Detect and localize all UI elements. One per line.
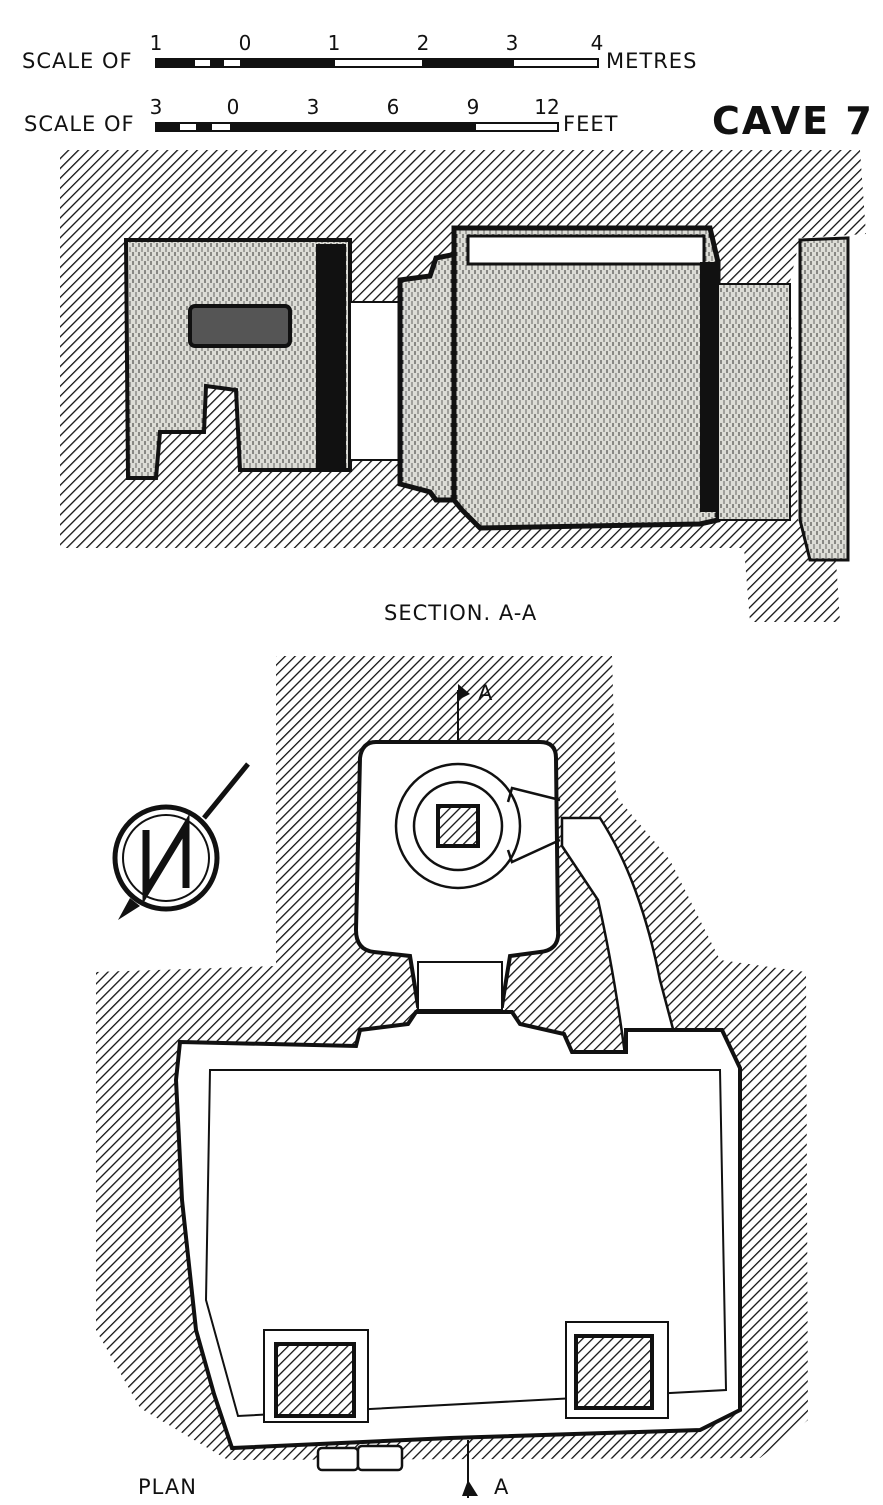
metre-tick: 2 (417, 31, 430, 55)
feet-tick: 12 (534, 95, 559, 119)
plan-section-arrow-top (458, 684, 470, 700)
plan-central-pillar (436, 804, 480, 848)
feet-tick: 3 (150, 95, 163, 119)
section-right-passage (717, 283, 791, 521)
section-label: SECTION. A-A (384, 601, 537, 625)
feet-scale: SCALE OF 3 0 3 6 9 12 FEET (24, 95, 618, 136)
plan-section-arrow-bottom (462, 1480, 478, 1496)
section-shrine-wall (798, 236, 850, 562)
metre-tick: 0 (239, 31, 252, 55)
feet-scale-prefix: SCALE OF (24, 112, 135, 136)
metre-tick: 3 (506, 31, 519, 55)
section-marker-bottom: A (494, 1475, 509, 1499)
feet-tick: 9 (467, 95, 480, 119)
feet-tick: 6 (387, 95, 400, 119)
feet-scale-ticks: 3 0 3 6 9 12 (150, 95, 560, 119)
section-left-shadow (316, 244, 346, 468)
section-main-hall (451, 225, 721, 531)
feet-scale-unit: FEET (563, 112, 618, 136)
plan-hall-inner-outline (204, 1069, 728, 1418)
section-passage (349, 301, 403, 461)
metre-scale-unit: METRES (606, 49, 697, 73)
metre-scale-ticks: 1 0 1 2 3 4 (150, 31, 604, 55)
plan-drain-channel (506, 786, 561, 864)
plan-label: PLAN (138, 1475, 197, 1499)
plan-pillar-left (274, 1342, 356, 1418)
plan-drawing (96, 656, 808, 1498)
metre-tick: 1 (328, 31, 341, 55)
plan-entrance-step (356, 1444, 404, 1472)
plan-doorway (417, 961, 503, 1011)
section-door-frame (397, 250, 459, 503)
section-drawing (60, 150, 866, 622)
plan-entrance-step (316, 1446, 360, 1472)
metre-tick: 4 (591, 31, 604, 55)
plan-outer-ring (394, 762, 522, 890)
metre-scale-prefix: SCALE OF (22, 49, 133, 73)
section-niche (188, 304, 292, 348)
section-marker-top: A (478, 681, 493, 705)
plan-inner-ring (412, 780, 504, 872)
section-hall-shadow (700, 262, 716, 512)
metre-tick: 1 (150, 31, 163, 55)
section-ceiling-band (466, 234, 706, 266)
feet-tick: 0 (227, 95, 240, 119)
north-arrow-icon (112, 762, 250, 920)
metre-scale: SCALE OF 1 0 1 2 3 4 METRES (22, 31, 697, 73)
plan-pillar-right (574, 1334, 654, 1410)
page-title: CAVE 7 (712, 99, 874, 143)
feet-tick: 3 (307, 95, 320, 119)
